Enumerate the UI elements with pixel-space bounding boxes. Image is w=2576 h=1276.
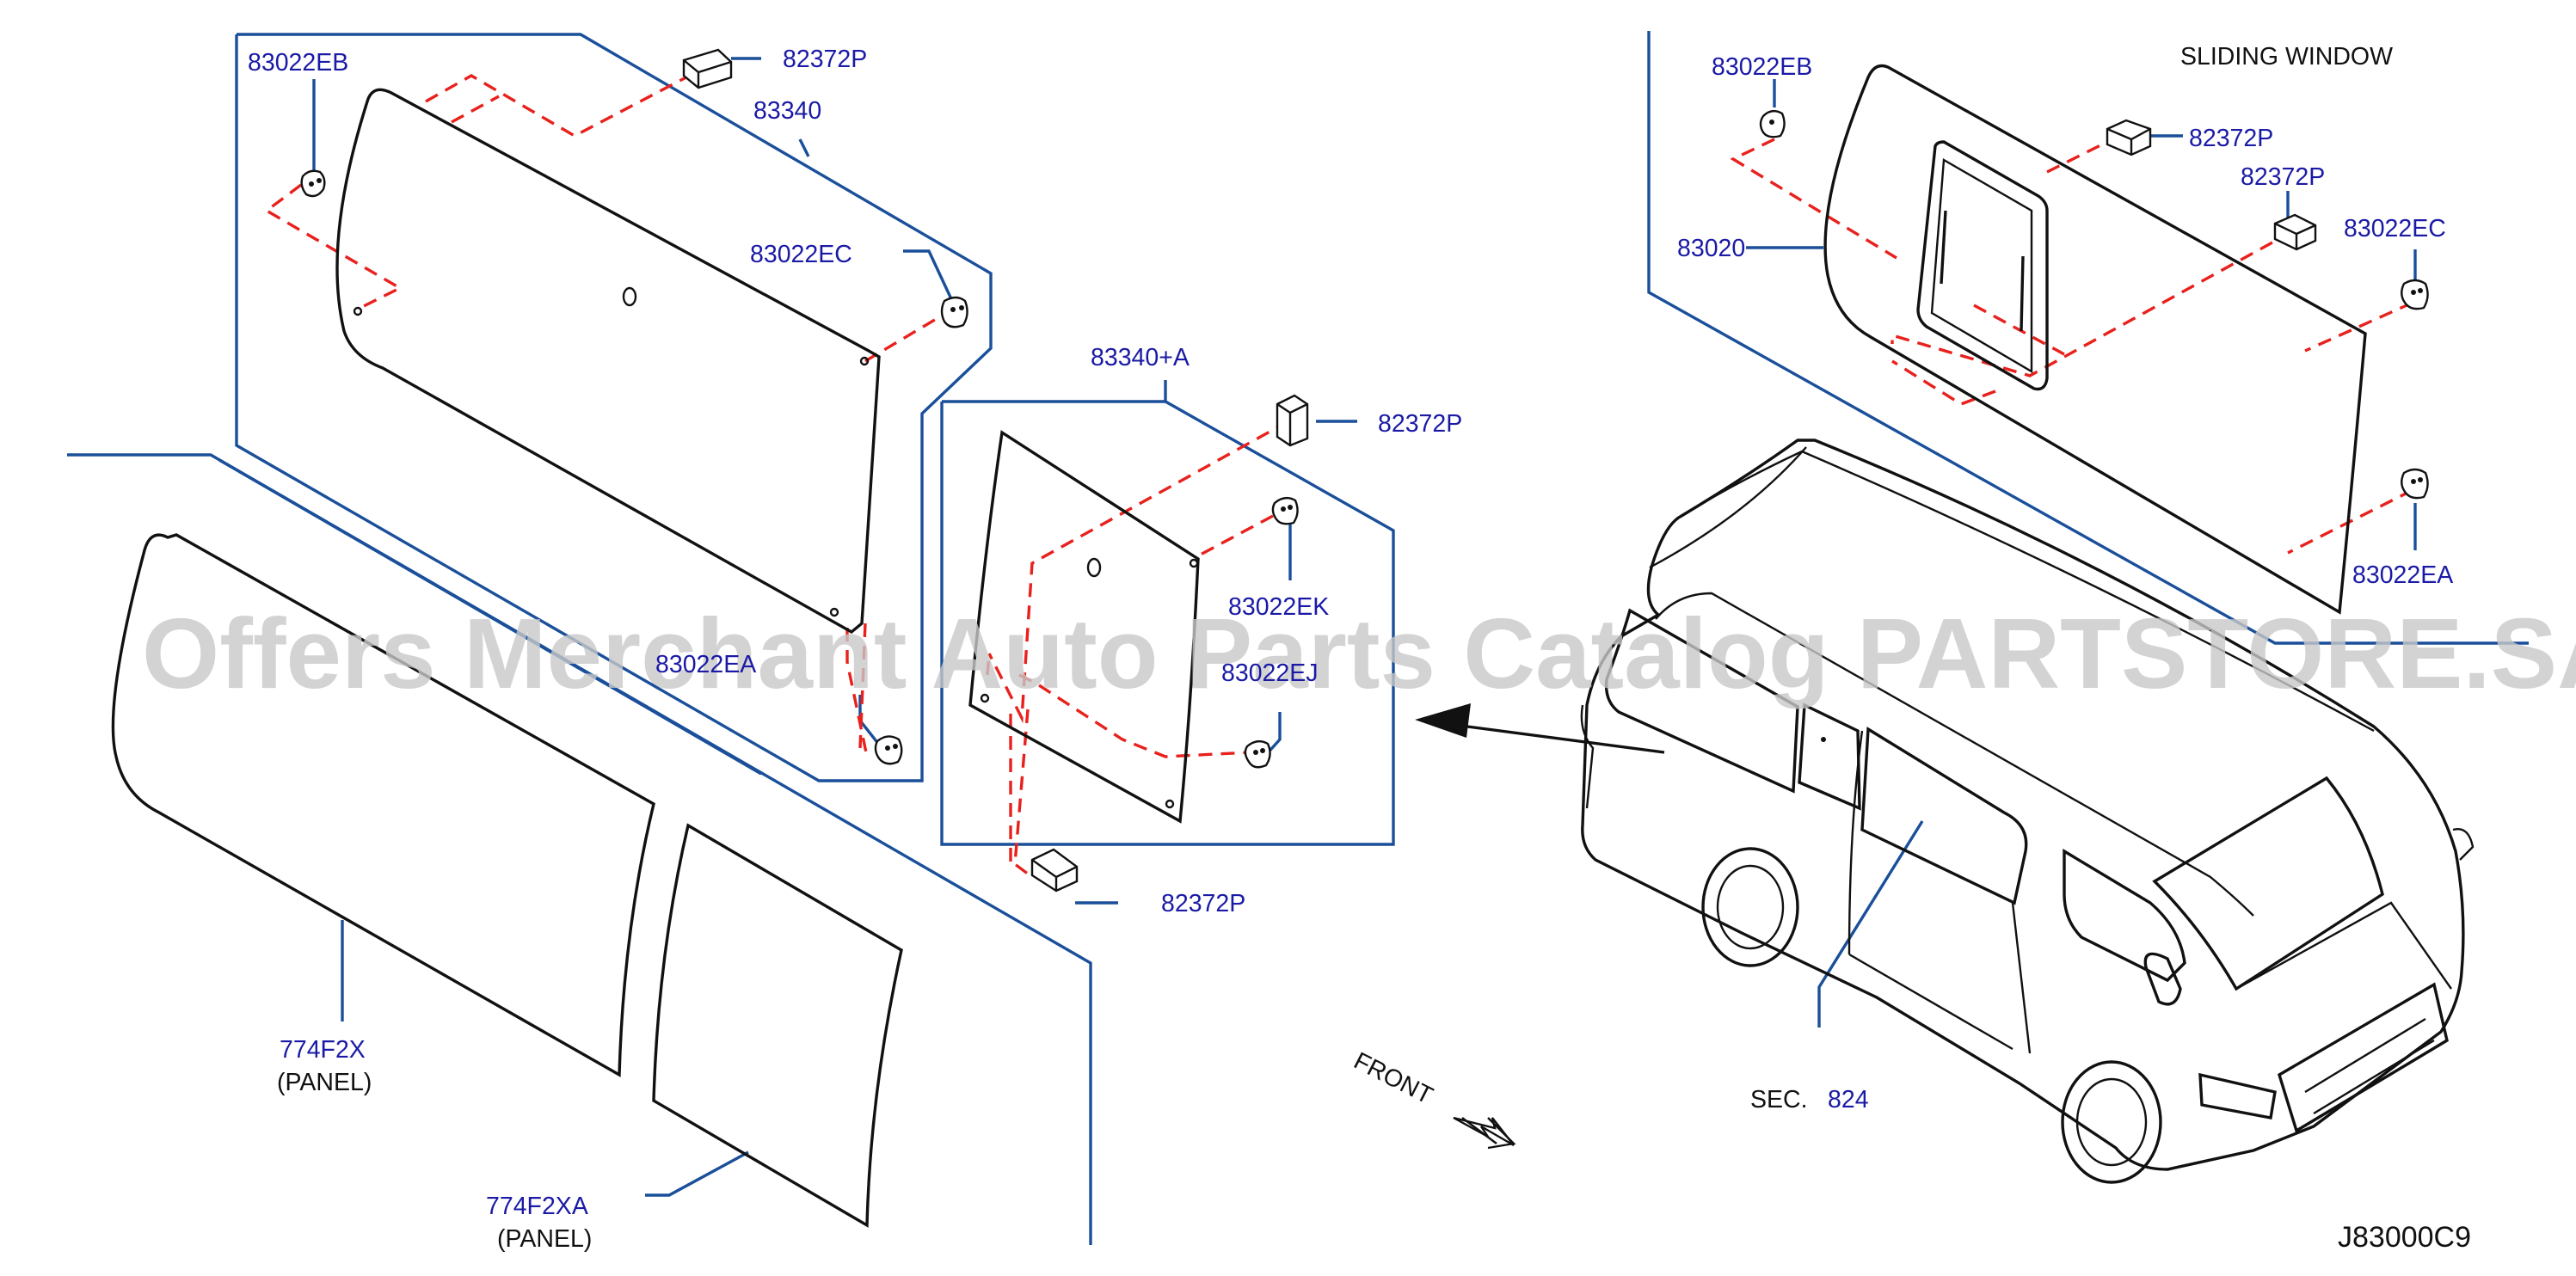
diagram-code: J83000C9	[2338, 1221, 2471, 1254]
label-82372p-c: 82372P	[1161, 890, 1245, 917]
label-82372p-e: 82372P	[2241, 163, 2325, 191]
van-illustration	[1415, 439, 2475, 1184]
clip-83022eb-a-icon	[300, 169, 326, 198]
label-sliding-window: SLIDING WINDOW	[2180, 43, 2393, 71]
label-83022eb-a: 83022EB	[248, 49, 348, 77]
watermark-text: Offers Merchant Auto Parts Catalog PARTS…	[142, 598, 2576, 709]
label-83340a: 83340+A	[1091, 344, 1190, 371]
clip-83022ej-icon	[1244, 739, 1271, 769]
front-arrow-icon	[1453, 1116, 1516, 1150]
block-82372p-e-icon	[2273, 213, 2317, 251]
label-774f2xa: 774F2XA	[486, 1193, 588, 1220]
glass-83340a	[968, 430, 1200, 824]
label-83022ec-a: 83022EC	[750, 241, 852, 268]
label-82372p-a: 82372P	[783, 46, 867, 73]
label-sec-prefix: SEC.	[1750, 1086, 1808, 1113]
label-83020: 83020	[1677, 235, 1745, 262]
label-83340: 83340	[753, 97, 821, 125]
clip-83022ea-a-icon	[874, 735, 903, 765]
label-sec-number: 824	[1828, 1086, 1869, 1113]
frame-lines	[67, 31, 2529, 1245]
block-82372p-d-icon	[2106, 119, 2152, 156]
label-83022ec-b: 83022EC	[2344, 215, 2446, 242]
sliding-window-83020	[1823, 64, 2367, 615]
clip-83022ec-a-icon	[940, 296, 968, 328]
label-774f2x: 774F2X	[280, 1036, 366, 1064]
block-82372p-c-icon	[1030, 848, 1079, 893]
clip-83022eb-b-icon	[1759, 109, 1786, 138]
callout-labels: 83022EB 82372P 83340 83022EC 83022EA 833…	[248, 43, 2471, 1254]
dashed-guides	[263, 69, 2413, 879]
label-83022ea-a: 83022EA	[655, 651, 756, 678]
label-83022eb-b: 83022EB	[1712, 53, 1812, 81]
label-83022ea-b: 83022EA	[2352, 561, 2453, 589]
label-82372p-d: 82372P	[2189, 125, 2273, 152]
block-82372p-b-icon	[1276, 394, 1309, 447]
clip-83022ec-b-icon	[2401, 279, 2429, 310]
label-83022ej: 83022EJ	[1221, 659, 1319, 687]
glass-83340	[335, 88, 881, 635]
label-774f2xa-sub: (PANEL)	[497, 1225, 592, 1253]
panel-774f2x	[111, 533, 655, 1077]
clip-83022ea-b-icon	[2401, 468, 2429, 500]
label-774f2x-sub: (PANEL)	[277, 1069, 372, 1096]
label-83022ek: 83022EK	[1228, 593, 1329, 621]
label-82372p-b: 82372P	[1378, 410, 1462, 438]
fasteners	[300, 48, 2429, 893]
panel-774f2xa	[652, 823, 903, 1228]
clip-83022ek-icon	[1271, 496, 1299, 525]
label-front: FRONT	[1349, 1047, 1437, 1110]
block-82372p-a-icon	[682, 48, 733, 89]
